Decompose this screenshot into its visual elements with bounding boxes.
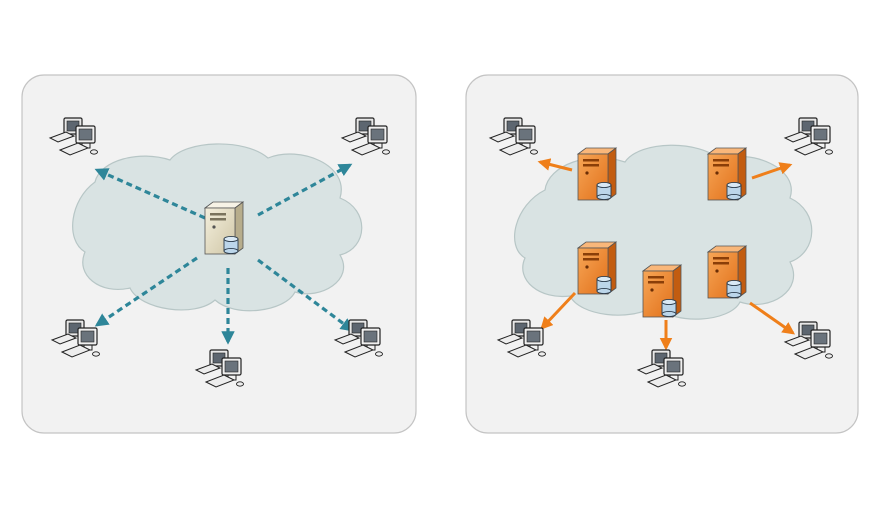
client-computer-bottom-center [636,349,686,388]
centralized-panel [21,74,417,434]
arrow-edge-server-bottom-right-to-client [749,301,796,335]
distributed-panel [465,74,859,434]
client-computer-top-left [48,117,98,156]
edge-server-top-left [576,147,618,201]
edge-server-top-right [706,147,748,201]
edge-server-bottom-right [706,245,748,299]
client-computer-bottom-left [496,319,546,358]
edge-server-bottom-left [576,241,618,295]
arrow-edge-server-bottom-left-to-client [540,291,577,330]
origin-server [203,201,245,255]
client-computer-top-right [783,117,833,156]
arrow-edge-server-top-left-to-client [537,158,573,172]
client-computer-top-right [340,117,390,156]
client-computer-bottom-right [783,321,833,360]
edge-server-bottom-center [641,264,683,318]
arrow-edge-server-top-right-to-client [751,162,793,180]
arrow-to-client-bottom-left [94,256,198,327]
client-computer-top-left [488,117,538,156]
arrow-to-client-top-right [257,163,353,217]
client-computer-bottom-center [194,349,244,388]
client-computer-bottom-right [333,319,383,358]
client-computer-bottom-left [50,319,100,358]
